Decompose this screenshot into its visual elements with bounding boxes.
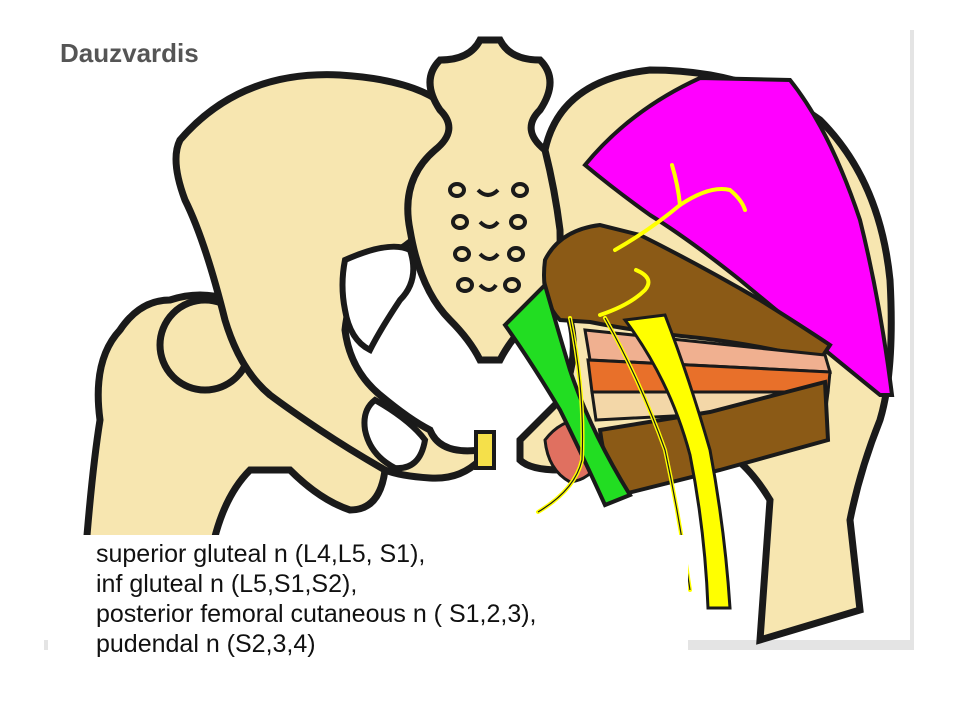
- caption-line-superior-gluteal: superior gluteal n (L4,L5, S1),: [96, 540, 426, 568]
- piriformis-green-band: [502, 281, 633, 508]
- caption-line-pudendal: pudendal n (S2,3,4): [96, 630, 316, 658]
- caption-line-posterior-femoral-cutaneous: posterior femoral cutaneous n ( S1,2,3),: [96, 600, 537, 628]
- gluteus-medius: [582, 75, 895, 397]
- caption-line-inferior-gluteal: inf gluteal n (L5,S1,S2),: [96, 570, 358, 598]
- superior-gluteal-branch: [670, 163, 682, 207]
- left-obturator-foramen: [361, 396, 429, 472]
- inferior-gluteal-nerve: [598, 268, 651, 317]
- superior-gluteal-nerve: [613, 187, 747, 252]
- caption-box: superior gluteal n (L4,L5, S1), inf glut…: [48, 535, 688, 685]
- sciatic-nerve: [622, 313, 732, 610]
- left-sciatic-notch: [339, 243, 417, 355]
- sacral-foramina: [448, 182, 529, 293]
- figure-title: Dauzvardis: [60, 38, 199, 68]
- pubic-symphysis: [474, 430, 496, 470]
